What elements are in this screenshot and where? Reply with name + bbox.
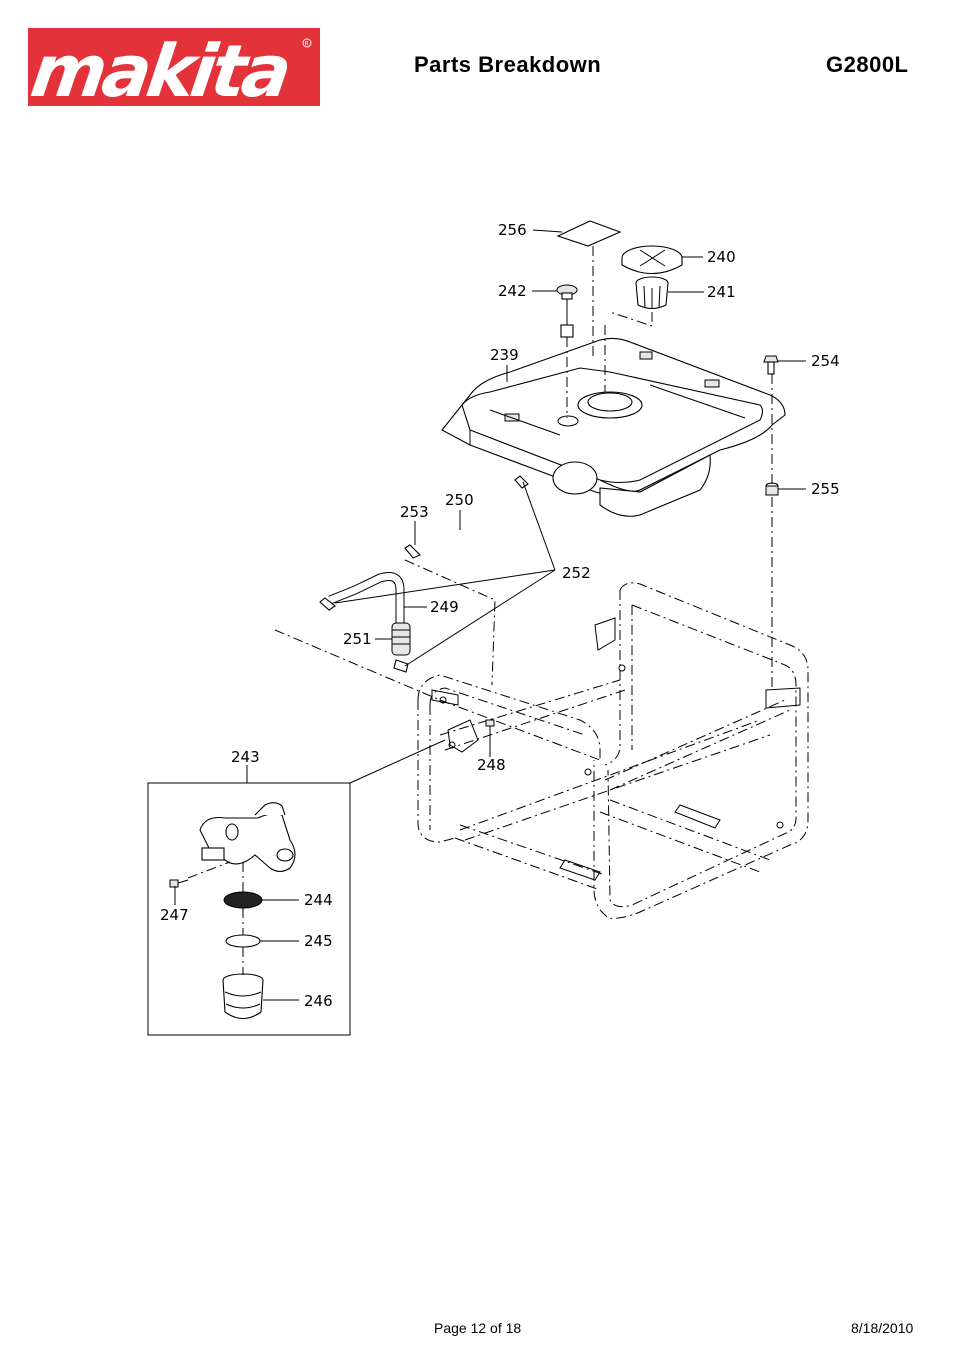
callout-239: 239 xyxy=(490,346,519,364)
callout-250: 250 xyxy=(445,491,474,509)
clip-253 xyxy=(404,544,421,559)
callout-244: 244 xyxy=(304,891,333,909)
makita-logo-mark: makita R xyxy=(28,30,312,106)
model-number: G2800L xyxy=(826,52,909,77)
fuel-filter xyxy=(391,622,411,656)
leader-lines xyxy=(174,229,806,1001)
frame-outline xyxy=(417,582,809,919)
callout-245: 245 xyxy=(304,932,333,950)
callout-253: 253 xyxy=(400,503,429,521)
document-date: 8/18/2010 xyxy=(851,1320,914,1336)
fuel-cock-detail-box xyxy=(147,782,351,1036)
fuel-cup-246 xyxy=(222,973,264,1020)
makita-logo: makita R xyxy=(28,28,320,106)
callout-248: 248 xyxy=(477,756,506,774)
callout-252: 252 xyxy=(562,564,591,582)
fuel-cock xyxy=(199,802,296,873)
clip-252c xyxy=(514,475,529,489)
callout-242: 242 xyxy=(498,282,527,300)
filter-screen-244 xyxy=(223,891,263,909)
bolt-254 xyxy=(763,355,779,375)
collar-255 xyxy=(765,482,779,496)
fuel-gauge xyxy=(556,284,578,338)
callout-255: 255 xyxy=(811,480,840,498)
clip-252b xyxy=(393,659,409,673)
logo-wordmark: makita xyxy=(28,30,293,106)
callout-254: 254 xyxy=(811,352,840,370)
screw-247 xyxy=(169,879,189,888)
bolt-248 xyxy=(485,719,495,745)
alignment-lines xyxy=(187,246,773,975)
callout-243: 243 xyxy=(231,748,260,766)
caution-label xyxy=(556,220,622,247)
page-title: Parts Breakdown xyxy=(414,52,602,77)
callout-256: 256 xyxy=(498,221,527,239)
callout-247: 247 xyxy=(160,906,189,924)
fuel-cap xyxy=(621,245,683,274)
o-ring-245 xyxy=(225,934,261,948)
page-number: Page 12 of 18 xyxy=(434,1320,522,1336)
callout-249: 249 xyxy=(430,598,459,616)
callout-240: 240 xyxy=(707,248,736,266)
fuel-tank xyxy=(441,337,786,517)
svg-text:R: R xyxy=(305,41,309,48)
callout-241: 241 xyxy=(707,283,736,301)
fuel-strainer xyxy=(635,276,669,310)
clip-252a xyxy=(319,597,336,611)
callout-251: 251 xyxy=(343,630,372,648)
callout-246: 246 xyxy=(304,992,333,1010)
